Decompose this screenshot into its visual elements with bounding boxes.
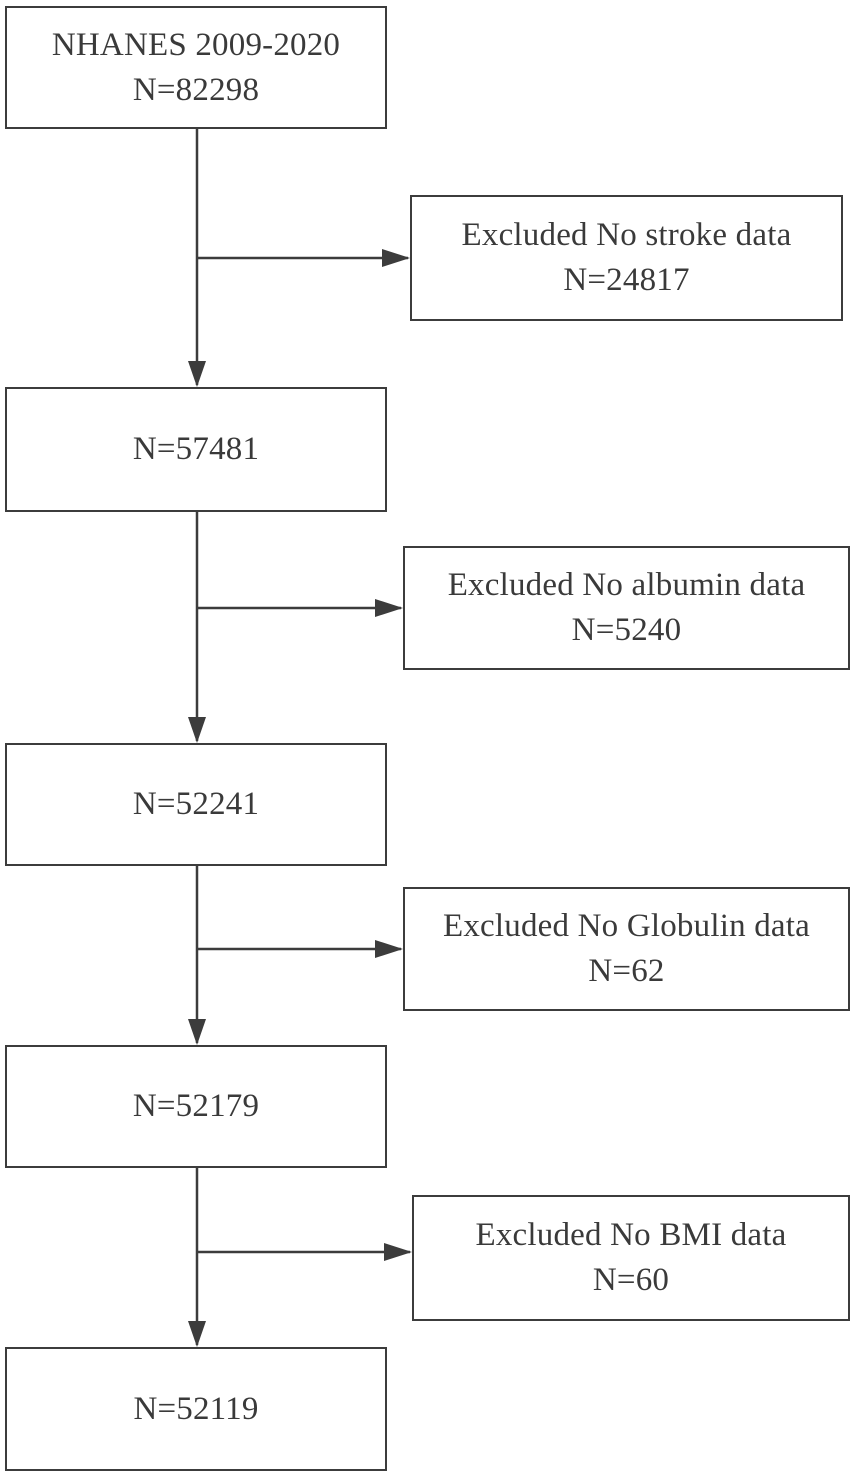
arrowhead-right-3 [375, 940, 403, 958]
step-box-2: N=57481 [5, 387, 387, 512]
step-box-3: N=52241 [5, 743, 387, 866]
arrowhead-down-2 [188, 717, 206, 743]
step-box-final: N=52119 [5, 1347, 387, 1471]
exclusion-box-globulin: Excluded No Globulin data N=62 [403, 887, 850, 1011]
exclusion-reason: Excluded No BMI data [475, 1217, 787, 1253]
exclusion-box-bmi: Excluded No BMI data N=60 [412, 1195, 850, 1321]
exclusion-box-stroke: Excluded No stroke data N=24817 [410, 195, 843, 321]
step-count: N=52119 [133, 1390, 259, 1427]
exclusion-count: N=62 [588, 953, 665, 989]
exclusion-reason: Excluded No stroke data [461, 217, 792, 253]
exclusion-box-albumin: Excluded No albumin data N=5240 [403, 546, 850, 670]
exclusion-count: N=5240 [571, 612, 682, 648]
arrowhead-down-1 [188, 361, 206, 387]
step-count: N=52241 [132, 786, 260, 822]
step-count: N=57481 [132, 431, 260, 467]
exclusion-reason: Excluded No albumin data [447, 567, 806, 603]
arrowhead-right-2 [375, 599, 403, 617]
arrowhead-down-3 [188, 1019, 206, 1045]
step-count: N=52179 [132, 1088, 260, 1124]
step-title: NHANES 2009-2020 [51, 26, 341, 63]
arrowhead-down-4 [188, 1321, 206, 1347]
arrowhead-right-1 [382, 249, 410, 267]
step-box-4: N=52179 [5, 1045, 387, 1168]
exclusion-count: N=60 [592, 1262, 670, 1298]
step-box-source: NHANES 2009-2020 N=82298 [5, 6, 387, 129]
exclusion-count: N=24817 [563, 262, 690, 298]
step-count: N=82298 [132, 71, 260, 108]
exclusion-reason: Excluded No Globulin data [442, 908, 810, 944]
arrowhead-right-4 [384, 1243, 412, 1261]
